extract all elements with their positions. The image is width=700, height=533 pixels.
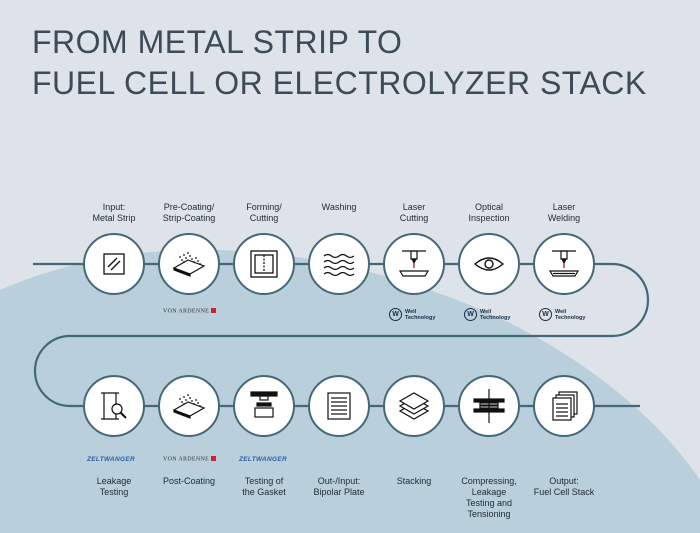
logo-von-ardenne-top: VON ARDENNE [163,308,217,315]
pre-coating-icon [172,252,206,277]
page-title: FROM METAL STRIP TO FUEL CELL OR ELECTRO… [32,22,647,104]
step-stacking [383,375,445,437]
leakage-testing-icon [101,392,127,420]
fuel-cell-stack-icon [552,391,578,421]
step-compressing [458,375,520,437]
label-forming-cutting: Forming/Cutting [246,202,282,223]
weil-badge-icon: W [389,308,402,321]
label-post-coating: Post-Coating [162,476,216,486]
step-input-metal-strip [83,233,145,295]
laser-welding-icon [548,250,580,277]
step-forming-cutting [233,233,295,295]
label-input-metal-strip: Input:Metal Strip [92,202,136,223]
compressing-icon [473,389,505,423]
logo-zeltwanger-1: ZELTWANGER [87,456,136,463]
ardenne-mark-icon [211,308,217,313]
washing-icon [323,253,355,277]
step-laser-cutting [383,233,445,295]
label-stacking: Stacking [396,476,432,486]
step-optical-inspection [458,233,520,295]
forming-icon [250,250,278,278]
label-washing: Washing [321,202,357,212]
laser-cutting-icon [398,250,430,277]
ardenne-mark-icon [211,456,217,461]
logo-zeltwanger-2: ZELTWANGER [239,456,288,463]
step-pre-coating [158,233,220,295]
metal-strip-icon [103,253,125,275]
weil-badge-icon: W [539,308,552,321]
step-leakage-testing [83,375,145,437]
label-fuel-cell-stack: Output:Fuel Cell Stack [533,476,595,497]
step-washing [308,233,370,295]
gasket-testing-icon [250,391,278,418]
post-coating-icon [172,394,206,419]
step-gasket-testing [233,375,295,437]
logo-von-ardenne-bottom: VON ARDENNE [163,456,217,463]
bipolar-plate-icon [327,392,351,420]
weil-badge-icon: W [464,308,477,321]
label-bipolar-plate: Out-/Input:Bipolar Plate [313,476,365,497]
step-fuel-cell-stack [533,375,595,437]
eye-icon [473,257,505,271]
step-post-coating [158,375,220,437]
title-line-1: FROM METAL STRIP TO [32,24,403,60]
step-bipolar-plate [308,375,370,437]
step-laser-welding [533,233,595,295]
stacking-icon [398,392,430,420]
process-path-line [33,262,650,408]
label-pre-coating: Pre-Coating/Strip-Coating [162,202,216,223]
title-line-2: FUEL CELL OR ELECTROLYZER STACK [32,65,647,101]
